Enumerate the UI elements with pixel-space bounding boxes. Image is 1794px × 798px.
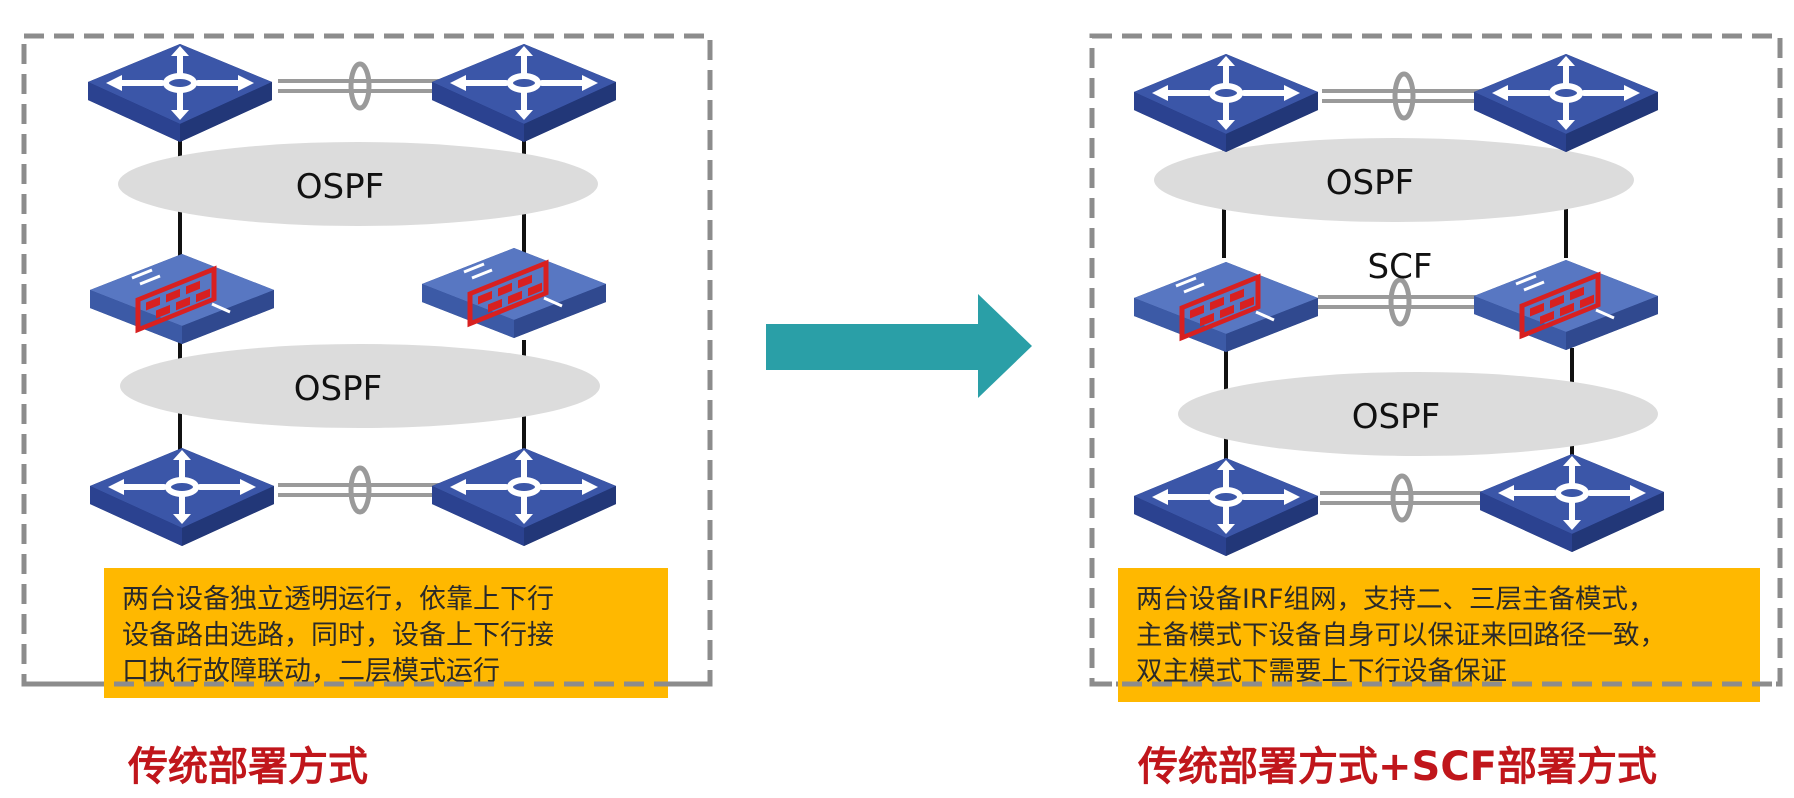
scf-label: SCF [1368,247,1433,287]
right-ospf-top-label: OSPF [1326,163,1414,203]
router-switch-icon [1480,454,1664,552]
left-caption: 传统部署方式 [128,744,368,790]
arrow-right-icon [766,294,1032,398]
firewall-icon [1134,262,1318,352]
link-aggregation-icon [1322,74,1486,118]
router-switch-icon [432,44,616,142]
firewall-icon [1474,260,1658,350]
router-switch-icon [88,44,272,142]
left-dashed-frame [21,33,713,687]
left-ospf-bottom-ellipse [120,344,600,428]
note-line: 口执行故障联动，二层模式运行 [122,656,500,687]
left-ospf-top-label: OSPF [296,167,384,207]
link-aggregation-icon [1320,476,1484,520]
note-line: 两台设备IRF组网，支持二、三层主备模式， [1136,584,1655,615]
firewall-icon [90,254,274,344]
note-line: 双主模式下需要上下行设备保证 [1136,656,1507,687]
router-switch-icon [1474,54,1658,152]
router-switch-icon [1134,54,1318,152]
right-ospf-bottom-ellipse [1178,372,1658,456]
right-caption: 传统部署方式+SCF部署方式 [1138,744,1658,790]
link-aggregation-icon [278,468,442,512]
note-line: 两台设备独立透明运行，依靠上下行 [122,584,554,615]
note-line: 主备模式下设备自身可以保证来回路径一致， [1136,620,1666,651]
left-note-box: 两台设备独立透明运行，依靠上下行 设备路由选路，同时，设备上下行接 口执行故障联… [104,568,668,698]
right-ospf-top-ellipse [1154,138,1634,222]
router-switch-icon [1134,458,1318,556]
right-ospf-bottom-label: OSPF [1352,397,1440,437]
firewall-icon [422,248,606,338]
left-ospf-top-ellipse [118,142,598,226]
router-switch-icon [90,448,274,546]
right-note-box: 两台设备IRF组网，支持二、三层主备模式， 主备模式下设备自身可以保证来回路径一… [1118,568,1760,702]
note-line: 设备路由选路，同时，设备上下行接 [122,620,554,651]
left-ospf-bottom-label: OSPF [294,369,382,409]
router-switch-icon [432,448,616,546]
link-aggregation-icon [278,64,442,108]
